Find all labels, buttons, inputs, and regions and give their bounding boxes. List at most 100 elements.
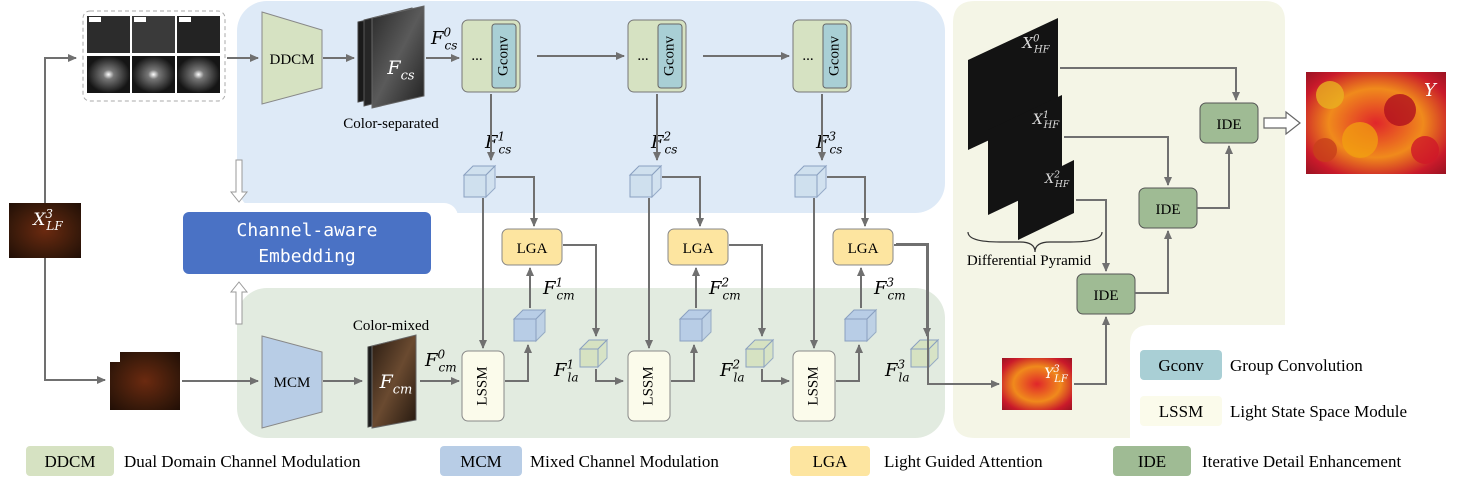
legend-abbr: LGA: [813, 452, 849, 471]
ddcm-block: DDCM: [261, 11, 323, 105]
arrow-lga3-to-ylf: [896, 243, 1000, 388]
svg-text:Gconv: Gconv: [661, 36, 677, 76]
lssm-block-3: LSSM: [792, 350, 836, 422]
arrow-fla-to-lssm-3: [761, 369, 790, 385]
legend-swatch: [1140, 396, 1222, 426]
arrow-lssm-to-fcm-1: [505, 344, 532, 382]
mcm-block: MCM: [261, 335, 323, 429]
arrow-cube-to-lga-2: [662, 176, 704, 227]
legend-text: Dual Domain Channel Modulation: [124, 452, 361, 471]
cube-fla-3: [909, 338, 940, 369]
svg-text:Y: Y: [1424, 80, 1438, 101]
ide-block-3: IDE: [1199, 102, 1259, 144]
mixed-input-image: [110, 352, 180, 410]
legend-swatch: [26, 446, 114, 476]
cube-fcm-1: [512, 308, 547, 343]
legend-swatch: [1140, 350, 1222, 380]
arrow-lssm-to-fcm-2: [671, 344, 698, 382]
label-color-separated: Color-separated: [343, 116, 439, 132]
output-arrow: [1263, 110, 1301, 136]
lga-block-2: LGA: [667, 228, 729, 266]
legend-abbr: MCM: [460, 452, 502, 471]
cube-fcm-3: [843, 308, 878, 343]
cube-fla-1: [578, 338, 609, 369]
arrow-lga-to-fla-2: [729, 244, 766, 337]
svg-text:Embedding: Embedding: [258, 246, 356, 267]
svg-text:LSSM: LSSM: [474, 366, 490, 405]
cube-fcs-1: [462, 164, 497, 199]
svg-text:LGA: LGA: [683, 241, 714, 257]
feature-stack-fcm: Fcm: [367, 334, 417, 429]
legend-text: Light Guided Attention: [884, 452, 1043, 471]
svg-text:...: ...: [637, 48, 648, 64]
svg-text:MCM: MCM: [274, 375, 311, 391]
arrow-input-to-mixed: [44, 258, 106, 384]
ide-block-2: IDE: [1138, 187, 1198, 229]
lga-block-1: LGA: [501, 228, 563, 266]
arrow-ylf-to-ide1: [1074, 316, 1110, 385]
pyramid-level-2: [1018, 160, 1074, 240]
legend-text: Mixed Channel Modulation: [530, 452, 719, 471]
legend-text: Iterative Detail Enhancement: [1202, 452, 1401, 471]
legend-text: Light State Space Module: [1230, 402, 1407, 421]
legend-swatch: [790, 446, 870, 476]
svg-text:IDE: IDE: [1217, 117, 1242, 133]
arrow-xhf0-to-ide3: [1060, 67, 1240, 101]
legend-abbr: Gconv: [1158, 356, 1204, 375]
legend-item-ddcm: DDCM Dual Domain Channel Modulation: [26, 446, 361, 476]
gconv-group-3: ... Gconv: [792, 19, 852, 93]
svg-text:Fcs: Fcs: [386, 57, 414, 84]
svg-text:Gconv: Gconv: [826, 36, 842, 76]
arrow-cube-to-lga-1: [496, 176, 538, 227]
svg-text:LSSM: LSSM: [805, 366, 821, 405]
svg-text:LGA: LGA: [848, 241, 879, 257]
svg-text:LSSM: LSSM: [640, 366, 656, 405]
frequency-grid: [82, 10, 226, 102]
svg-text:...: ...: [802, 48, 813, 64]
svg-text:IDE: IDE: [1156, 202, 1181, 218]
legend-abbr: DDCM: [44, 452, 95, 471]
gconv-group-1: ...Gconv: [461, 19, 521, 93]
lssm-block-1: LSSM: [461, 350, 505, 422]
arrow-cube-to-lga-3: [827, 176, 869, 227]
arrow-ide1-to-ide2: [1135, 230, 1172, 294]
ide-block-1: IDE: [1076, 273, 1136, 315]
svg-text:Fcm: Fcm: [379, 371, 413, 398]
arrow-lga-to-fla-1: [563, 244, 600, 337]
cube-fcs-2: [628, 164, 663, 199]
legend-swatch: [1113, 446, 1191, 476]
arrow-xhf1-to-ide2: [1064, 136, 1172, 186]
channel-aware-embedding: Channel-aware Embedding: [183, 159, 431, 325]
arrow-lssm-to-fcm-3: [836, 344, 863, 382]
gconv-group-2: ... Gconv: [627, 19, 687, 93]
legend-swatch: [440, 446, 522, 476]
svg-text:Gconv: Gconv: [495, 36, 511, 76]
svg-text:Differential Pyramid: Differential Pyramid: [967, 253, 1092, 269]
label-color-mixed: Color-mixed: [353, 318, 430, 334]
output-image-y: Y: [1306, 72, 1446, 174]
arrow-input-to-freq: [44, 54, 77, 203]
cube-fla-2: [744, 338, 775, 369]
arrow-xhf2-to-ide1: [1076, 199, 1110, 272]
lga-block-3: LGA: [832, 228, 894, 266]
